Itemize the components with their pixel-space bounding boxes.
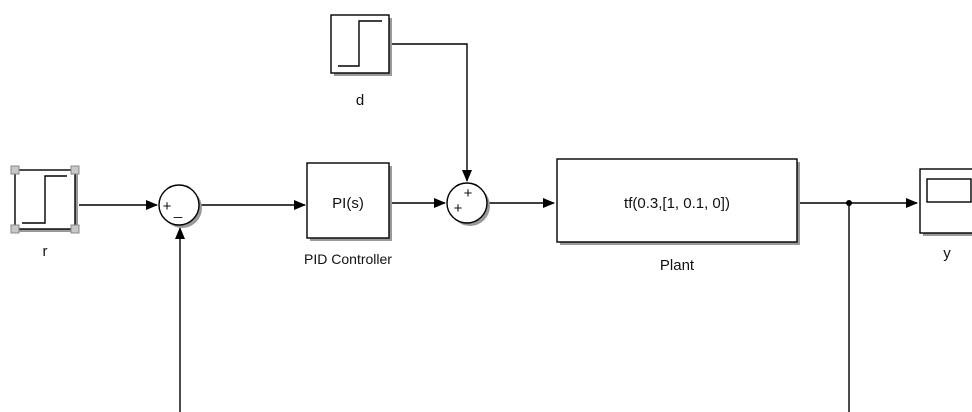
scope-block-y[interactable] <box>919 168 972 236</box>
sum-sign-plus: + <box>464 185 473 202</box>
pid-controller-block[interactable]: PI(s) <box>306 162 392 241</box>
signal-d-to-disturbance-sum[interactable] <box>390 43 472 182</box>
error-sum-block[interactable]: + _ <box>158 184 202 228</box>
selection-handle[interactable] <box>10 165 20 175</box>
disturbance-sum-block[interactable]: + + <box>446 182 490 226</box>
sum-sign-plus: + <box>454 200 463 217</box>
signal-lines <box>79 43 918 412</box>
plant-content: tf(0.3,[1, 0.1, 0]) <box>624 195 730 212</box>
plant-block[interactable]: tf(0.3,[1, 0.1, 0]) <box>556 158 800 245</box>
block-label-pid-controller: PID Controller <box>304 251 392 267</box>
block-label-d: d <box>356 92 364 109</box>
block-label-r: r <box>43 243 48 260</box>
block-label-plant: Plant <box>660 257 695 274</box>
selection-handle[interactable] <box>70 224 80 234</box>
sum-sign-minus: _ <box>173 202 183 219</box>
sum-sign-plus: + <box>163 198 172 215</box>
pid-controller-content: PI(s) <box>332 195 364 212</box>
scope-screen-icon <box>926 178 972 203</box>
block-label-y: y <box>943 245 951 262</box>
step-block-d[interactable] <box>330 14 392 76</box>
selection-handle[interactable] <box>10 224 20 234</box>
branch-point <box>846 200 852 206</box>
step-icon <box>22 175 67 224</box>
selection-handle[interactable] <box>70 165 80 175</box>
step-block-r[interactable] <box>10 165 80 234</box>
step-icon <box>338 20 382 67</box>
